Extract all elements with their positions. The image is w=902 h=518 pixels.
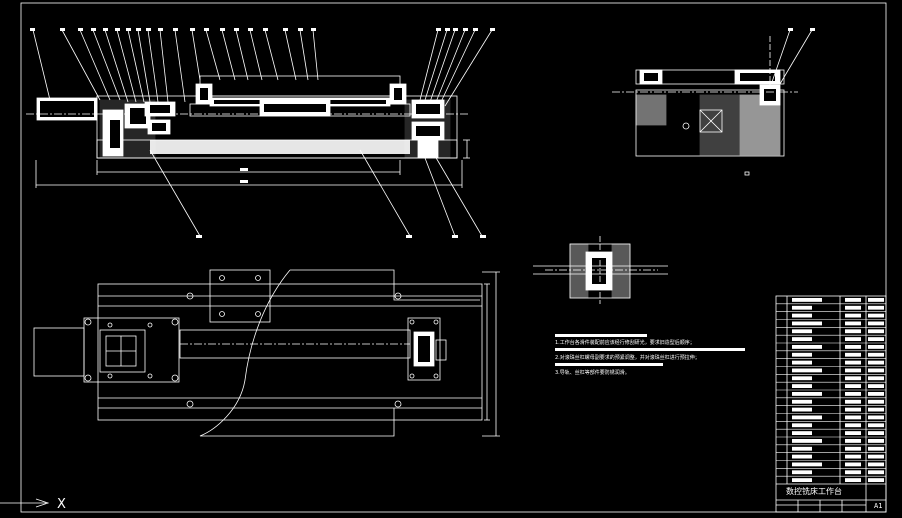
x-axis-arrow bbox=[0, 498, 50, 508]
parts-list-entry bbox=[792, 376, 812, 381]
parts-list-entry bbox=[792, 470, 812, 475]
parts-list-code bbox=[845, 360, 861, 365]
parts-list-qty bbox=[868, 345, 884, 349]
parts-list-entry bbox=[792, 478, 812, 482]
parts-list-qty bbox=[868, 368, 884, 373]
parts-list-qty bbox=[868, 298, 884, 302]
parts-list-code bbox=[845, 368, 861, 373]
parts-list-entry bbox=[792, 298, 822, 302]
parts-list-entry bbox=[792, 313, 812, 318]
parts-list-qty bbox=[868, 376, 884, 381]
drawing-title: 数控铣床工作台 bbox=[786, 487, 842, 496]
parts-list-entry bbox=[792, 431, 812, 435]
parts-list-code bbox=[845, 321, 861, 326]
parts-list-entry bbox=[792, 337, 812, 341]
parts-list-qty bbox=[868, 360, 884, 365]
parts-list-code bbox=[845, 313, 861, 318]
parts-list-code bbox=[845, 337, 861, 341]
detail-view bbox=[533, 236, 668, 304]
notes-divider-bar bbox=[555, 348, 745, 351]
sheet-size: A1 bbox=[874, 502, 883, 510]
parts-list-entry bbox=[792, 329, 812, 334]
parts-list-entry bbox=[792, 368, 822, 373]
parts-list-qty bbox=[868, 321, 884, 326]
parts-list-code bbox=[845, 352, 861, 357]
parts-list-rows bbox=[776, 298, 886, 482]
technical-note-2: 2.对滚珠丝杠螺母副要求的预紧调整，并对滚珠丝杠进行预拉伸； bbox=[555, 355, 700, 361]
parts-list-qty bbox=[868, 446, 884, 451]
parts-list-qty bbox=[868, 329, 884, 334]
parts-list-entry bbox=[792, 384, 812, 388]
parts-list-entry bbox=[792, 352, 812, 357]
parts-list-code bbox=[845, 407, 861, 412]
parts-list-code bbox=[845, 392, 861, 396]
parts-list-qty bbox=[868, 407, 884, 412]
parts-list-code bbox=[845, 470, 861, 475]
parts-list-code bbox=[845, 399, 861, 404]
parts-list-code bbox=[845, 415, 861, 420]
parts-list-code bbox=[845, 431, 861, 435]
x-axis-label: X bbox=[57, 497, 66, 512]
parts-list-code bbox=[845, 478, 861, 482]
parts-list-code bbox=[845, 462, 861, 467]
technical-note-1: 1.工作台各滑件装配前应该经行修刮研光，要求旧造型后顺序； bbox=[555, 340, 695, 346]
parts-list-qty bbox=[868, 454, 884, 459]
parts-list-entry bbox=[792, 423, 812, 428]
parts-list-code bbox=[845, 384, 861, 388]
parts-list-qty bbox=[868, 337, 884, 341]
sheet-border bbox=[20, 2, 887, 513]
parts-list-qty bbox=[868, 431, 884, 435]
parts-list-entry bbox=[792, 446, 812, 451]
parts-list-entry bbox=[792, 454, 812, 459]
parts-list-code bbox=[845, 298, 861, 302]
parts-list-entry bbox=[792, 392, 822, 396]
parts-list-code bbox=[845, 376, 861, 381]
side-section-view bbox=[612, 29, 813, 176]
parts-list-code bbox=[845, 345, 861, 349]
parts-list-qty bbox=[868, 352, 884, 357]
parts-list-code bbox=[845, 423, 861, 428]
parts-list-entry bbox=[792, 305, 812, 310]
parts-list-entry bbox=[792, 407, 812, 412]
parts-list-code bbox=[845, 446, 861, 451]
parts-list-code bbox=[845, 305, 861, 310]
parts-list-qty bbox=[868, 470, 884, 475]
notes-divider-bar-2 bbox=[555, 363, 663, 366]
parts-list-entry bbox=[792, 345, 822, 349]
parts-list-qty bbox=[868, 462, 884, 467]
parts-list-code bbox=[845, 329, 861, 334]
parts-list-qty bbox=[868, 392, 884, 396]
parts-list-qty bbox=[868, 313, 884, 318]
notes-heading-bar bbox=[555, 334, 647, 337]
parts-list-code bbox=[845, 439, 861, 443]
parts-list-entry bbox=[792, 360, 812, 365]
plan-view bbox=[33, 269, 500, 437]
parts-list-qty bbox=[868, 399, 884, 404]
parts-list-qty bbox=[868, 384, 884, 388]
parts-list-entry bbox=[792, 439, 822, 443]
parts-list-qty bbox=[868, 305, 884, 310]
parts-list-entry bbox=[792, 321, 822, 326]
parts-list-entry bbox=[792, 399, 812, 404]
parts-list-qty bbox=[868, 478, 884, 482]
front-section-view bbox=[26, 29, 493, 237]
parts-list-qty bbox=[868, 439, 884, 443]
parts-list-qty bbox=[868, 415, 884, 420]
parts-list-entry bbox=[792, 462, 822, 467]
parts-list-entry bbox=[792, 415, 822, 420]
parts-list-qty bbox=[868, 423, 884, 428]
technical-note-3: 3.导轨、丝杠等部件要防锈润滑。 bbox=[555, 370, 630, 376]
parts-list-code bbox=[845, 454, 861, 459]
